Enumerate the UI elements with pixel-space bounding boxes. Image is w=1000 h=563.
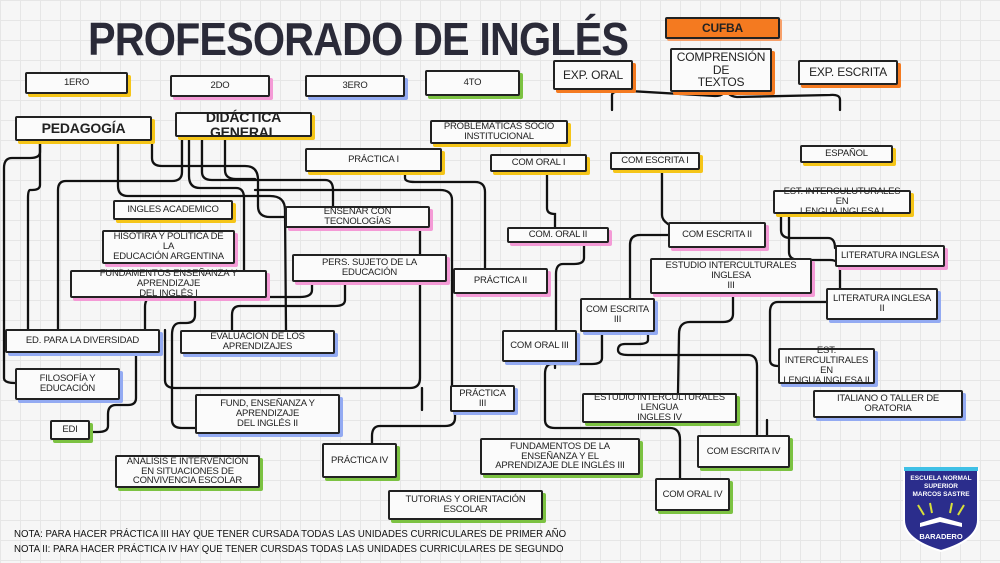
subject-box-comoral1: COM ORAL I	[490, 154, 587, 172]
connector	[554, 241, 586, 332]
connector	[628, 233, 670, 300]
connector	[187, 136, 246, 272]
note-1: NOTA: PARA HACER PRÁCTICA III HAY QUE TE…	[14, 528, 567, 540]
connector	[150, 130, 287, 219]
subject-box-comoral3: COM ORAL III	[502, 330, 577, 362]
logo-line-1: ESCUELA NORMAL	[910, 475, 972, 482]
logo-city: BARADERO	[919, 532, 963, 541]
year-3-header: 3ERO	[305, 75, 405, 97]
subject-box-didactica: DIDÁCTICA GENERAL	[175, 109, 312, 139]
connector	[26, 138, 42, 331]
logo-line-2: SUPERIOR	[924, 483, 958, 490]
comprension-box: COMPRENSIÓN DE TEXTOS	[670, 48, 772, 92]
logo-line-3: MARCOS SASTRE	[912, 491, 970, 498]
subject-box-fund1: FUNDAMENTOS ENSEÑANZA Y APRENDIZAJE DEL …	[70, 269, 267, 298]
subject-box-tecnologias: ENSEÑAR CON TECNOLOGÍAS	[285, 206, 430, 228]
connector	[88, 351, 138, 434]
subject-box-practica3: PRÁCTICA III	[450, 385, 515, 412]
subject-box-sujeto: PERS. SUJETO DE LA EDUCACIÓN	[292, 254, 447, 282]
connector	[253, 188, 454, 387]
subject-box-inglesacad: INGLES ACADEMICO	[113, 200, 233, 220]
subject-box-comescrita4: COM ESCRITA IV	[697, 435, 790, 468]
connector	[543, 330, 682, 480]
connector	[116, 138, 288, 332]
exp-oral-box: EXP. ORAL	[553, 60, 633, 90]
subject-box-comescrita3: COM ESCRITA III	[580, 298, 655, 332]
note-2: NOTA II: PARA HACER PRÁCTICA IV HAY QUE …	[14, 543, 564, 555]
year-2-header: 2DO	[170, 75, 270, 97]
subject-box-practica4: PRÁCTICA IV	[322, 443, 397, 478]
connector	[56, 132, 184, 331]
subject-box-estinter1: EST. INTERCULUTURALES EN LENGUA INGLESA …	[773, 187, 911, 216]
connector	[223, 136, 257, 181]
subject-box-fund2: FUND, ENSEÑANZA Y APRENDIZAJE DEL INGLÉS…	[195, 394, 340, 434]
connector	[660, 168, 670, 226]
connector	[370, 406, 457, 445]
connector	[170, 296, 197, 430]
connector	[545, 170, 557, 229]
subject-box-estinter2: EST. INTERCULTIRALES EN LENGUA INGLESA I…	[778, 346, 875, 385]
cufba-header: CUFBA	[665, 17, 780, 39]
connector	[2, 138, 42, 385]
subject-box-edi: EDI	[50, 420, 90, 440]
subject-box-historia: HISOTIRA Y POLÍTICA DE LA EDUCACIÓN ARGE…	[102, 230, 235, 264]
subject-box-fund3: FUNDAMENTOS DE LA ENSEÑANZA Y EL APRENDI…	[480, 438, 640, 475]
page-title: PROFESORADO DE INGLÉS	[88, 13, 629, 65]
subject-box-problematicas: PROBLEMÁTICAS SOCIO INSTITUCIONAL	[430, 120, 568, 144]
subject-box-italiano: ITALIANO O TALLER DE ORATORIA	[813, 390, 963, 418]
connector	[676, 292, 735, 395]
subject-box-analisis: ANÁLISIS E INTERVENCIÓN EN SITUACIONES D…	[115, 455, 260, 488]
subject-box-practica2: PRÁCTICA II	[453, 268, 548, 294]
connector	[230, 280, 347, 332]
subject-box-comescrita1: COM ESCRITA I	[610, 152, 700, 170]
year-1-header: 1ERO	[25, 72, 128, 94]
connector	[403, 170, 487, 270]
connector	[768, 300, 828, 368]
subject-box-estudio3: ESTUDIO INTERCULTURALES INGLESA III	[650, 258, 812, 294]
connector	[200, 136, 335, 208]
connector	[779, 212, 837, 250]
connector	[616, 330, 759, 452]
subject-box-pedagogia: PEDAGOGÍA	[15, 116, 152, 141]
subject-box-espanol: ESPAÑOL	[800, 145, 893, 163]
year-4-header: 4TO	[425, 70, 520, 96]
subject-box-diversidad: ED. PARA LA DIVERSIDAD	[5, 329, 160, 353]
subject-box-comoral2: COM. ORAL II	[507, 227, 609, 243]
subject-box-estudio4: ESTUDIO INTERCULTURALES LENGUA INGLES IV	[582, 393, 737, 423]
exp-escrita-box: EXP. ESCRITA	[798, 60, 898, 85]
subject-box-filosofia: FILOSOFÍA Y EDUCACIÓN	[15, 368, 120, 400]
school-logo: ESCUELA NORMAL SUPERIOR MARCOS SASTRE BA…	[900, 465, 982, 553]
subject-box-tutorias: TUTORIAS Y ORIENTACIÓN ESCOLAR	[388, 490, 543, 520]
subject-box-literatura2: LITERATURA INGLESA II	[826, 288, 938, 320]
subject-box-comoral4: COM ORAL IV	[655, 478, 730, 511]
subject-box-evaluacion: EVALUACIÓN DE LOS APRENDIZAJES	[180, 330, 335, 354]
subject-box-comescrita2: COM ESCRITA II	[668, 222, 766, 248]
subject-box-literatura1: LITERATURA INGLESA	[835, 245, 945, 267]
subject-box-practica1: PRÁCTICA I	[305, 148, 442, 172]
connector	[163, 228, 422, 390]
